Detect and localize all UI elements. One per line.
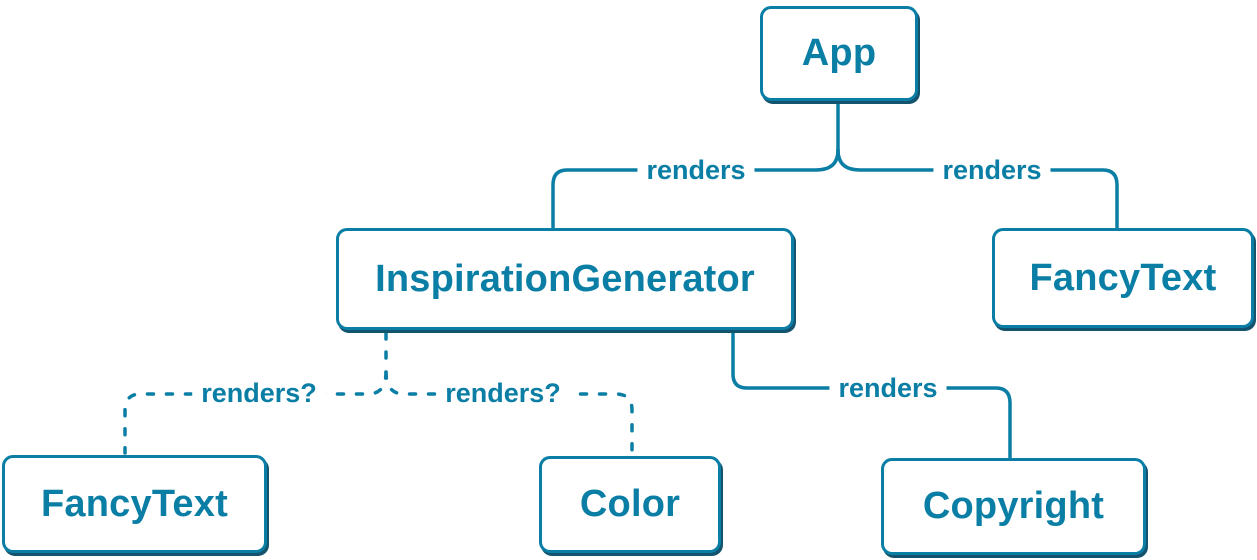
edge-label-renders-copyright: renders [829,373,947,404]
node-inspiration-generator: InspirationGenerator [336,228,794,330]
node-copyright: Copyright [881,458,1146,555]
node-color-label: Color [579,483,681,525]
node-color: Color [539,456,721,553]
node-app-label: App [801,32,877,74]
node-fancy-text-top: FancyText [992,228,1254,328]
edge-app-to-fancy-text [836,148,1119,229]
node-fancy-text-bottom: FancyText [2,455,267,553]
edge-inspiration-generator-to-color [384,370,634,455]
node-fancy-text-bottom-label: FancyText [41,482,228,525]
edge-app-to-inspiration-generator [551,148,840,229]
node-fancy-text-top-label: FancyText [1029,256,1217,299]
edge-label-renders-optional-color: renders? [436,378,570,409]
edge-label-renders-app-inspiration: renders [637,155,755,186]
node-copyright-label: Copyright [922,485,1105,527]
edge-label-renders-app-fancytext: renders [933,155,1051,186]
node-app: App [760,6,918,101]
node-inspiration-generator-label: InspirationGenerator [375,257,755,300]
edge-label-renders-optional-fancytext: renders? [192,378,326,409]
